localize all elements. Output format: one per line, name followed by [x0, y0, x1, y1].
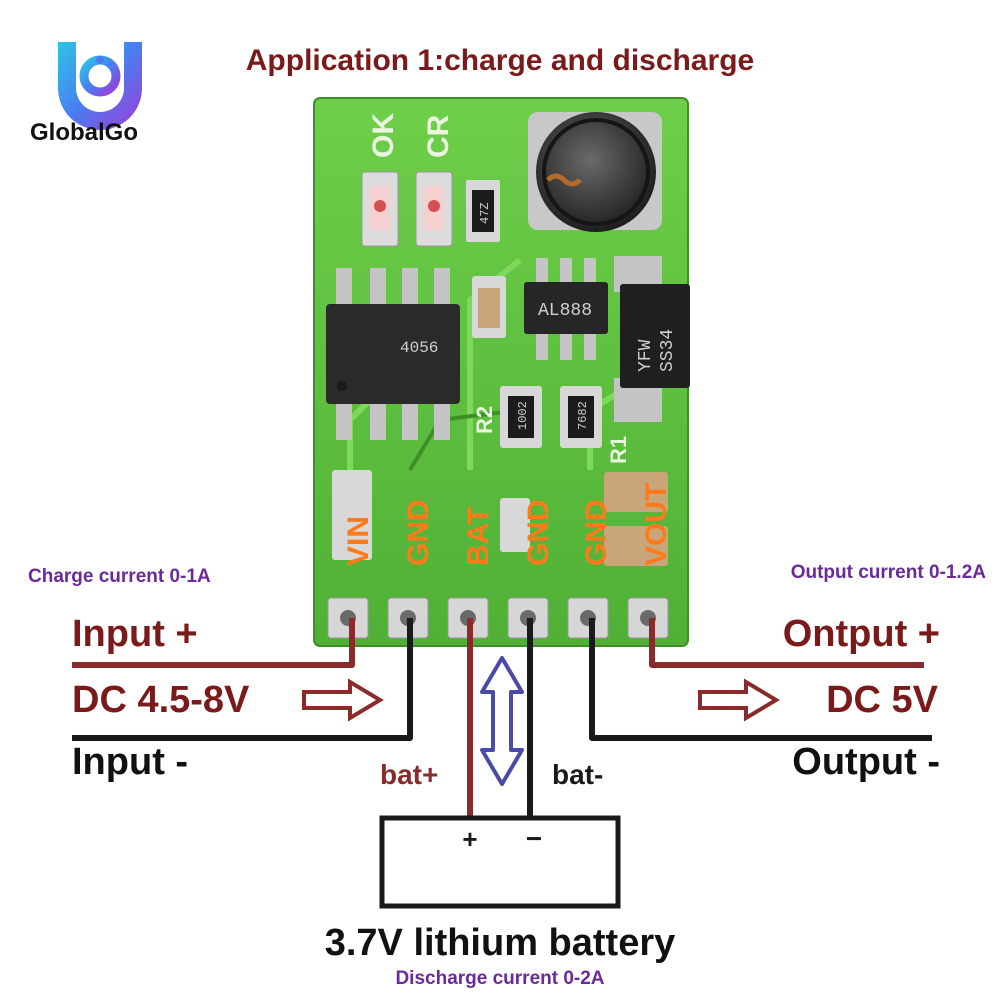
svg-text:1002: 1002: [516, 401, 530, 430]
battery-box: [379, 815, 621, 909]
charge-current-note: Charge current 0-1A: [28, 566, 211, 587]
svg-text:YFW: YFW: [636, 339, 656, 372]
resistor-r2: 1002 R2: [472, 386, 542, 448]
chip-boost: AL888: [524, 258, 608, 360]
wire-input-plus: [72, 618, 355, 668]
wire-input-minus: [72, 618, 413, 741]
wire-output-plus: [649, 618, 924, 668]
bat-minus-label: bat-: [552, 759, 603, 790]
pin-pads: [327, 597, 669, 639]
pin-label-vin: VIN: [342, 516, 375, 566]
pin-label-gnd-3: GND: [580, 499, 613, 566]
pin-label-bat: BAT: [462, 507, 495, 566]
inductor: [528, 112, 662, 232]
led-ok: [361, 171, 399, 247]
capacitor-out-2: [604, 526, 668, 566]
discharge-current-note: Discharge current 0-2A: [395, 968, 604, 989]
pin-label-gnd-1: GND: [402, 499, 435, 566]
diode-ss34: YFW SS34: [614, 256, 690, 422]
svg-text:7682: 7682: [576, 401, 590, 430]
wire-output-minus: [589, 618, 932, 741]
svg-text:47Z: 47Z: [478, 202, 492, 224]
bidirectional-arrow-icon: [480, 656, 524, 786]
led-label-cr: CR: [422, 114, 455, 158]
chip-charger: 4056: [326, 268, 460, 440]
capacitor-small: [472, 276, 506, 338]
pin-label-vout: VOUT: [640, 483, 673, 566]
logo-mark-icon: [58, 42, 142, 130]
svg-text:R2: R2: [472, 406, 497, 434]
output-current-note: Output current 0-1.2A: [791, 562, 987, 583]
led-cr: [415, 171, 453, 247]
input-plus-label: Input +: [72, 613, 198, 655]
resistor-r1: 7682 R1: [560, 386, 631, 464]
battery-name: 3.7V lithium battery: [325, 922, 676, 964]
svg-text:AL888: AL888: [538, 301, 592, 321]
resistor-47z: 47Z: [466, 180, 500, 242]
pin-label-gnd-2: GND: [522, 499, 555, 566]
capacitor-input: [332, 470, 372, 560]
output-minus-label: Output -: [792, 741, 940, 783]
svg-text:4056: 4056: [400, 339, 438, 357]
capacitor-mid: [500, 498, 530, 552]
page-title: Application 1:charge and discharge: [246, 44, 754, 77]
output-plus-label: Ontput +: [783, 613, 940, 655]
battery-plus-sign: +: [462, 824, 477, 854]
led-label-ok: OK: [367, 113, 400, 158]
capacitor-out-1: [604, 472, 668, 512]
svg-text:SS34: SS34: [658, 329, 678, 372]
bat-plus-label: bat+: [380, 759, 438, 790]
wires: [72, 618, 932, 822]
brand-logo: GlobalGo: [30, 42, 142, 146]
input-flow-arrow-icon: [302, 678, 384, 722]
battery-minus-sign: −: [526, 823, 542, 854]
output-flow-arrow-icon: [698, 678, 780, 722]
svg-text:R1: R1: [606, 436, 631, 464]
pcb-board: OK CR 47Z: [313, 97, 690, 647]
input-minus-label: Input -: [72, 741, 188, 783]
output-voltage-label: DC 5V: [826, 679, 939, 721]
input-voltage-label: DC 4.5-8V: [72, 679, 250, 721]
brand-name: GlobalGo: [30, 119, 138, 146]
